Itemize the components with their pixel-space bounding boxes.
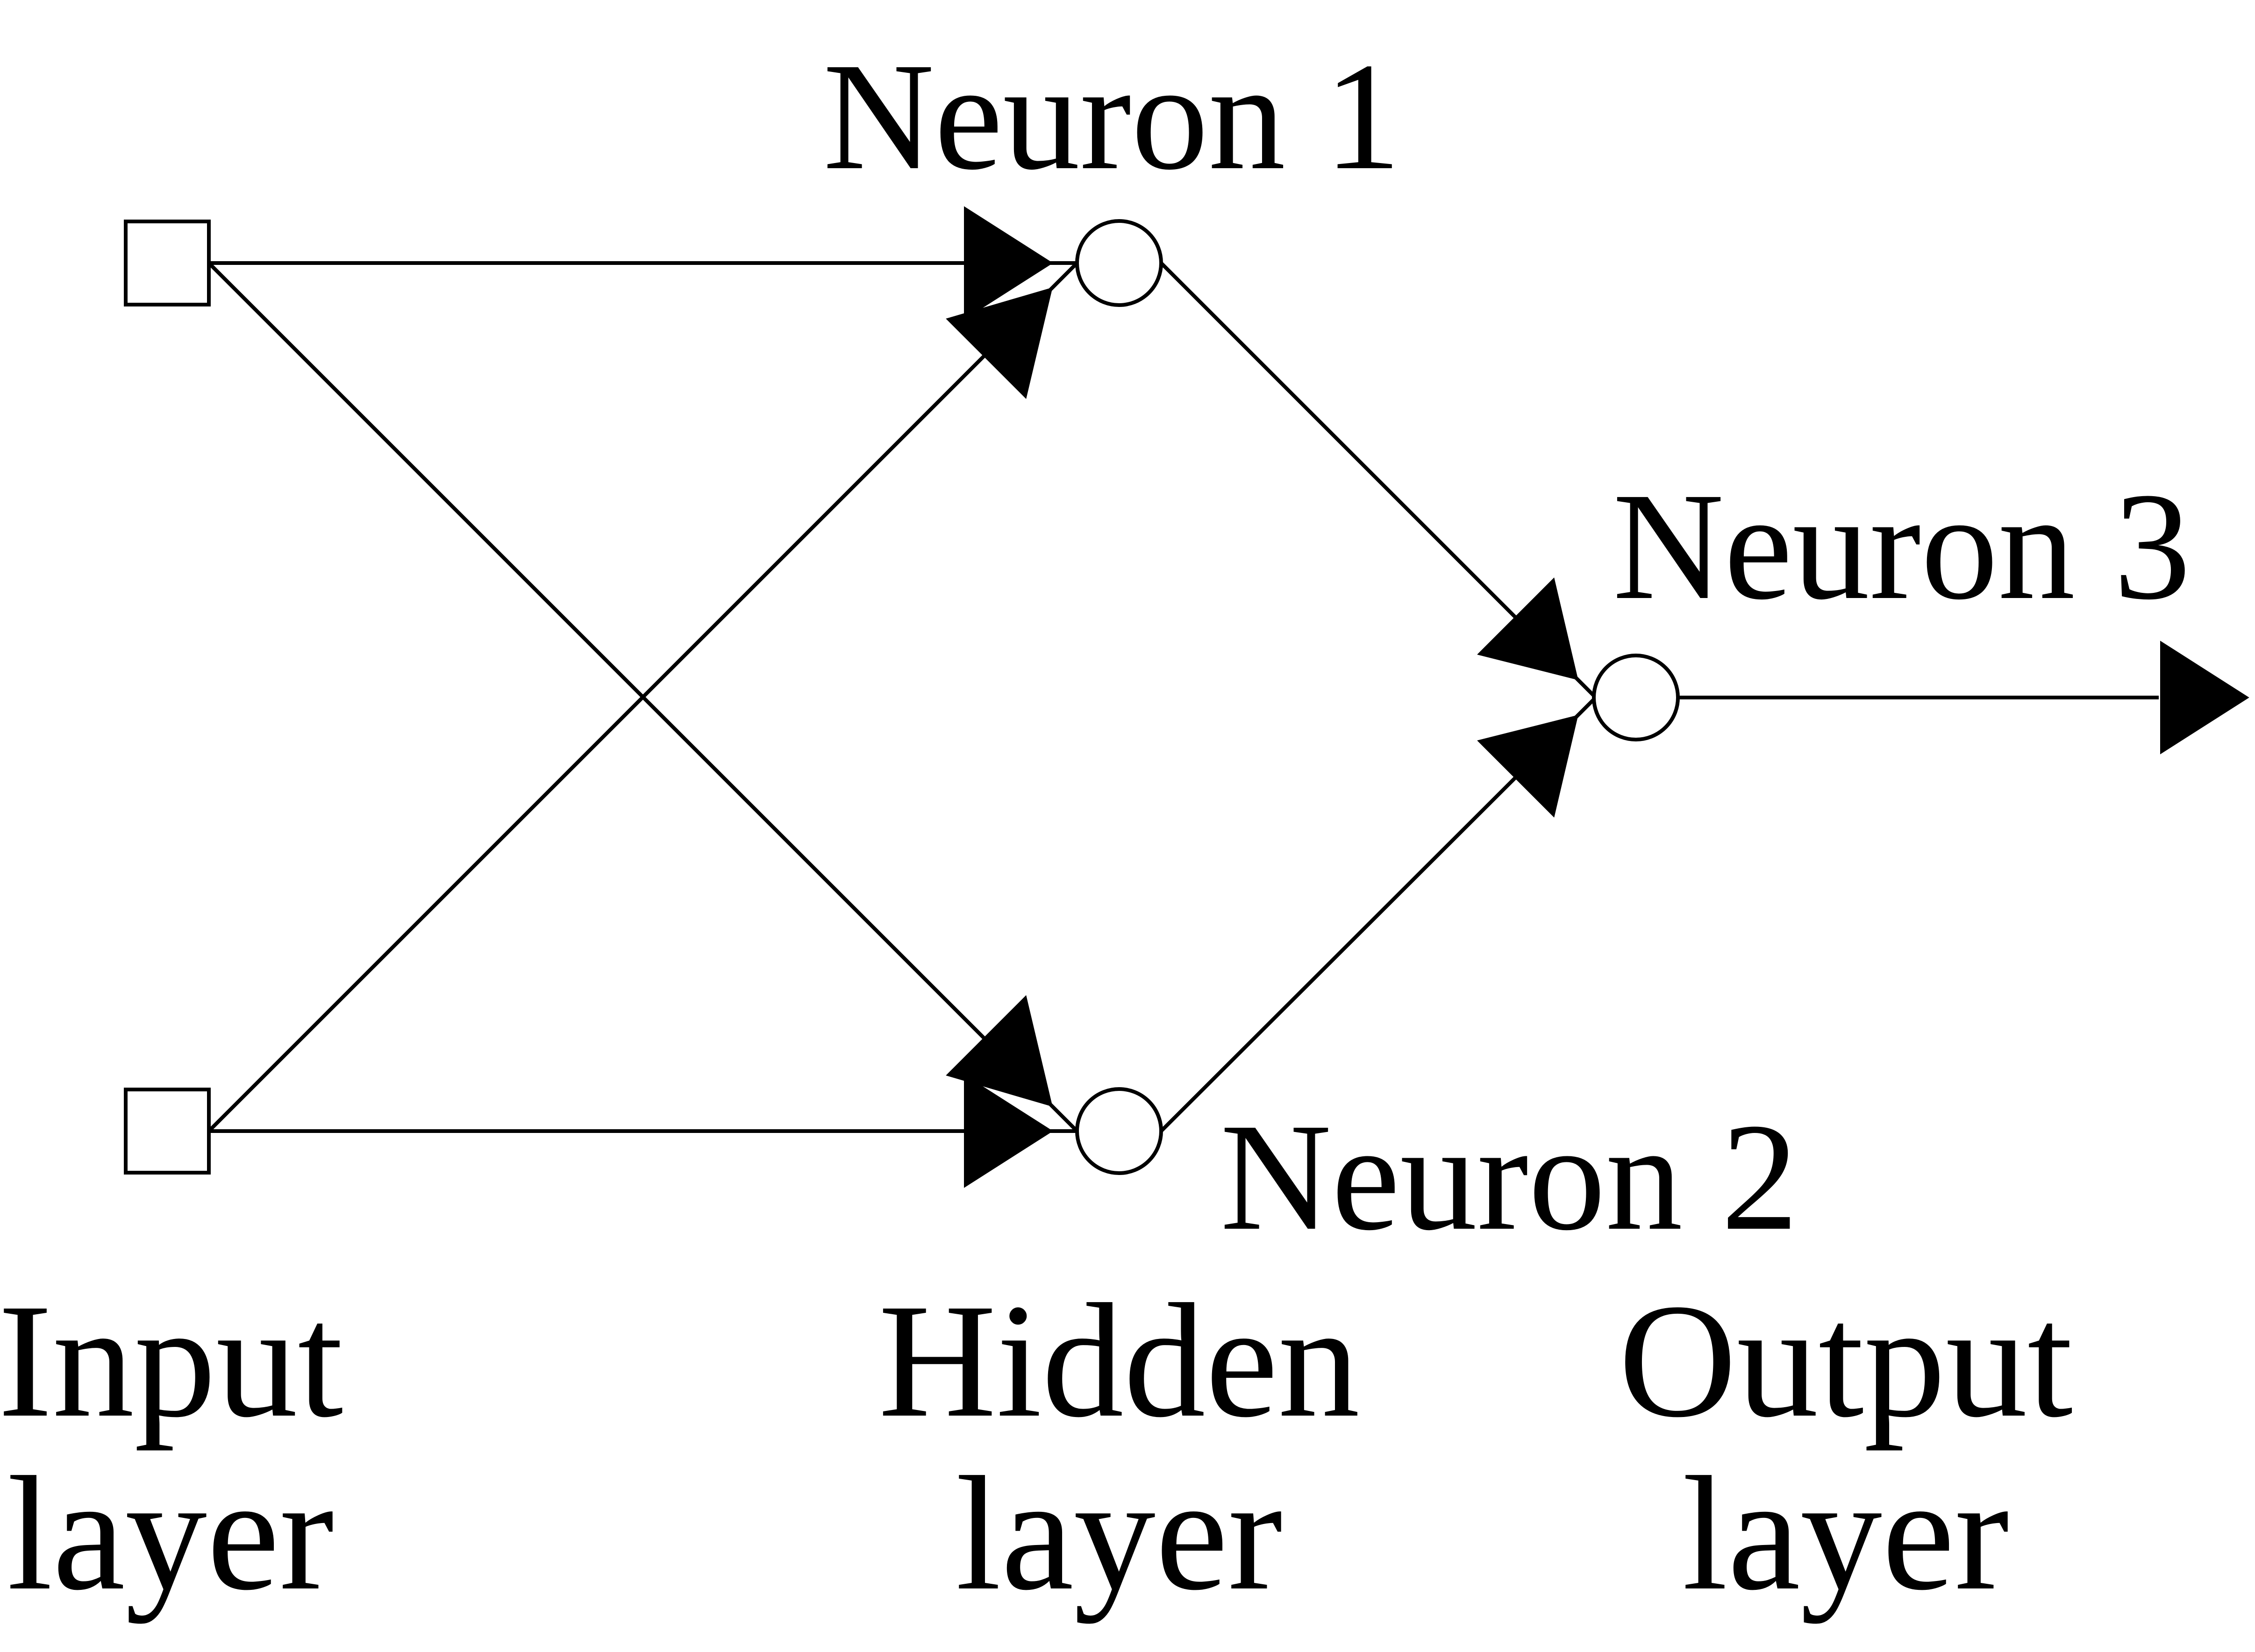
edge-input2-neuron1 [207, 262, 1078, 1132]
neuron-2-label: Neuron 2 [1220, 1092, 1798, 1262]
output-layer-label-line1: Output [1619, 1270, 2073, 1452]
arrowhead-output [2160, 641, 2249, 755]
neuron-3-node [1592, 654, 1680, 741]
hidden-layer-label-line1: Hidden [878, 1270, 1360, 1451]
input-node-2 [124, 1088, 211, 1175]
input-layer-label-line1: Input [0, 1270, 344, 1452]
neuron-nodes [1075, 219, 1680, 1175]
input-nodes [124, 220, 211, 1175]
input-node-1 [124, 220, 211, 306]
neuron-1-label: Neuron 1 [823, 31, 1401, 202]
arrowhead-input2-neuron1 [946, 287, 1053, 399]
arrowhead-input2-neuron2 [964, 1074, 1053, 1188]
arrowheads [946, 206, 2249, 1188]
arrowhead-input1-neuron1 [964, 206, 1053, 320]
neuron-3-label: Neuron 3 [1613, 461, 2191, 632]
neuron-2-node [1075, 1087, 1163, 1175]
arrowhead-neuron2-neuron3 [1477, 715, 1578, 818]
arrowhead-input1-neuron2 [946, 995, 1053, 1107]
connections [207, 261, 2159, 1133]
output-layer-label-line2: layer [1682, 1443, 2009, 1624]
neuron-1-node [1075, 219, 1163, 307]
hidden-layer-label-line2: layer [956, 1443, 1283, 1624]
input-layer-label-line2: layer [7, 1443, 334, 1624]
arrowhead-neuron1-neuron3 [1477, 577, 1578, 680]
